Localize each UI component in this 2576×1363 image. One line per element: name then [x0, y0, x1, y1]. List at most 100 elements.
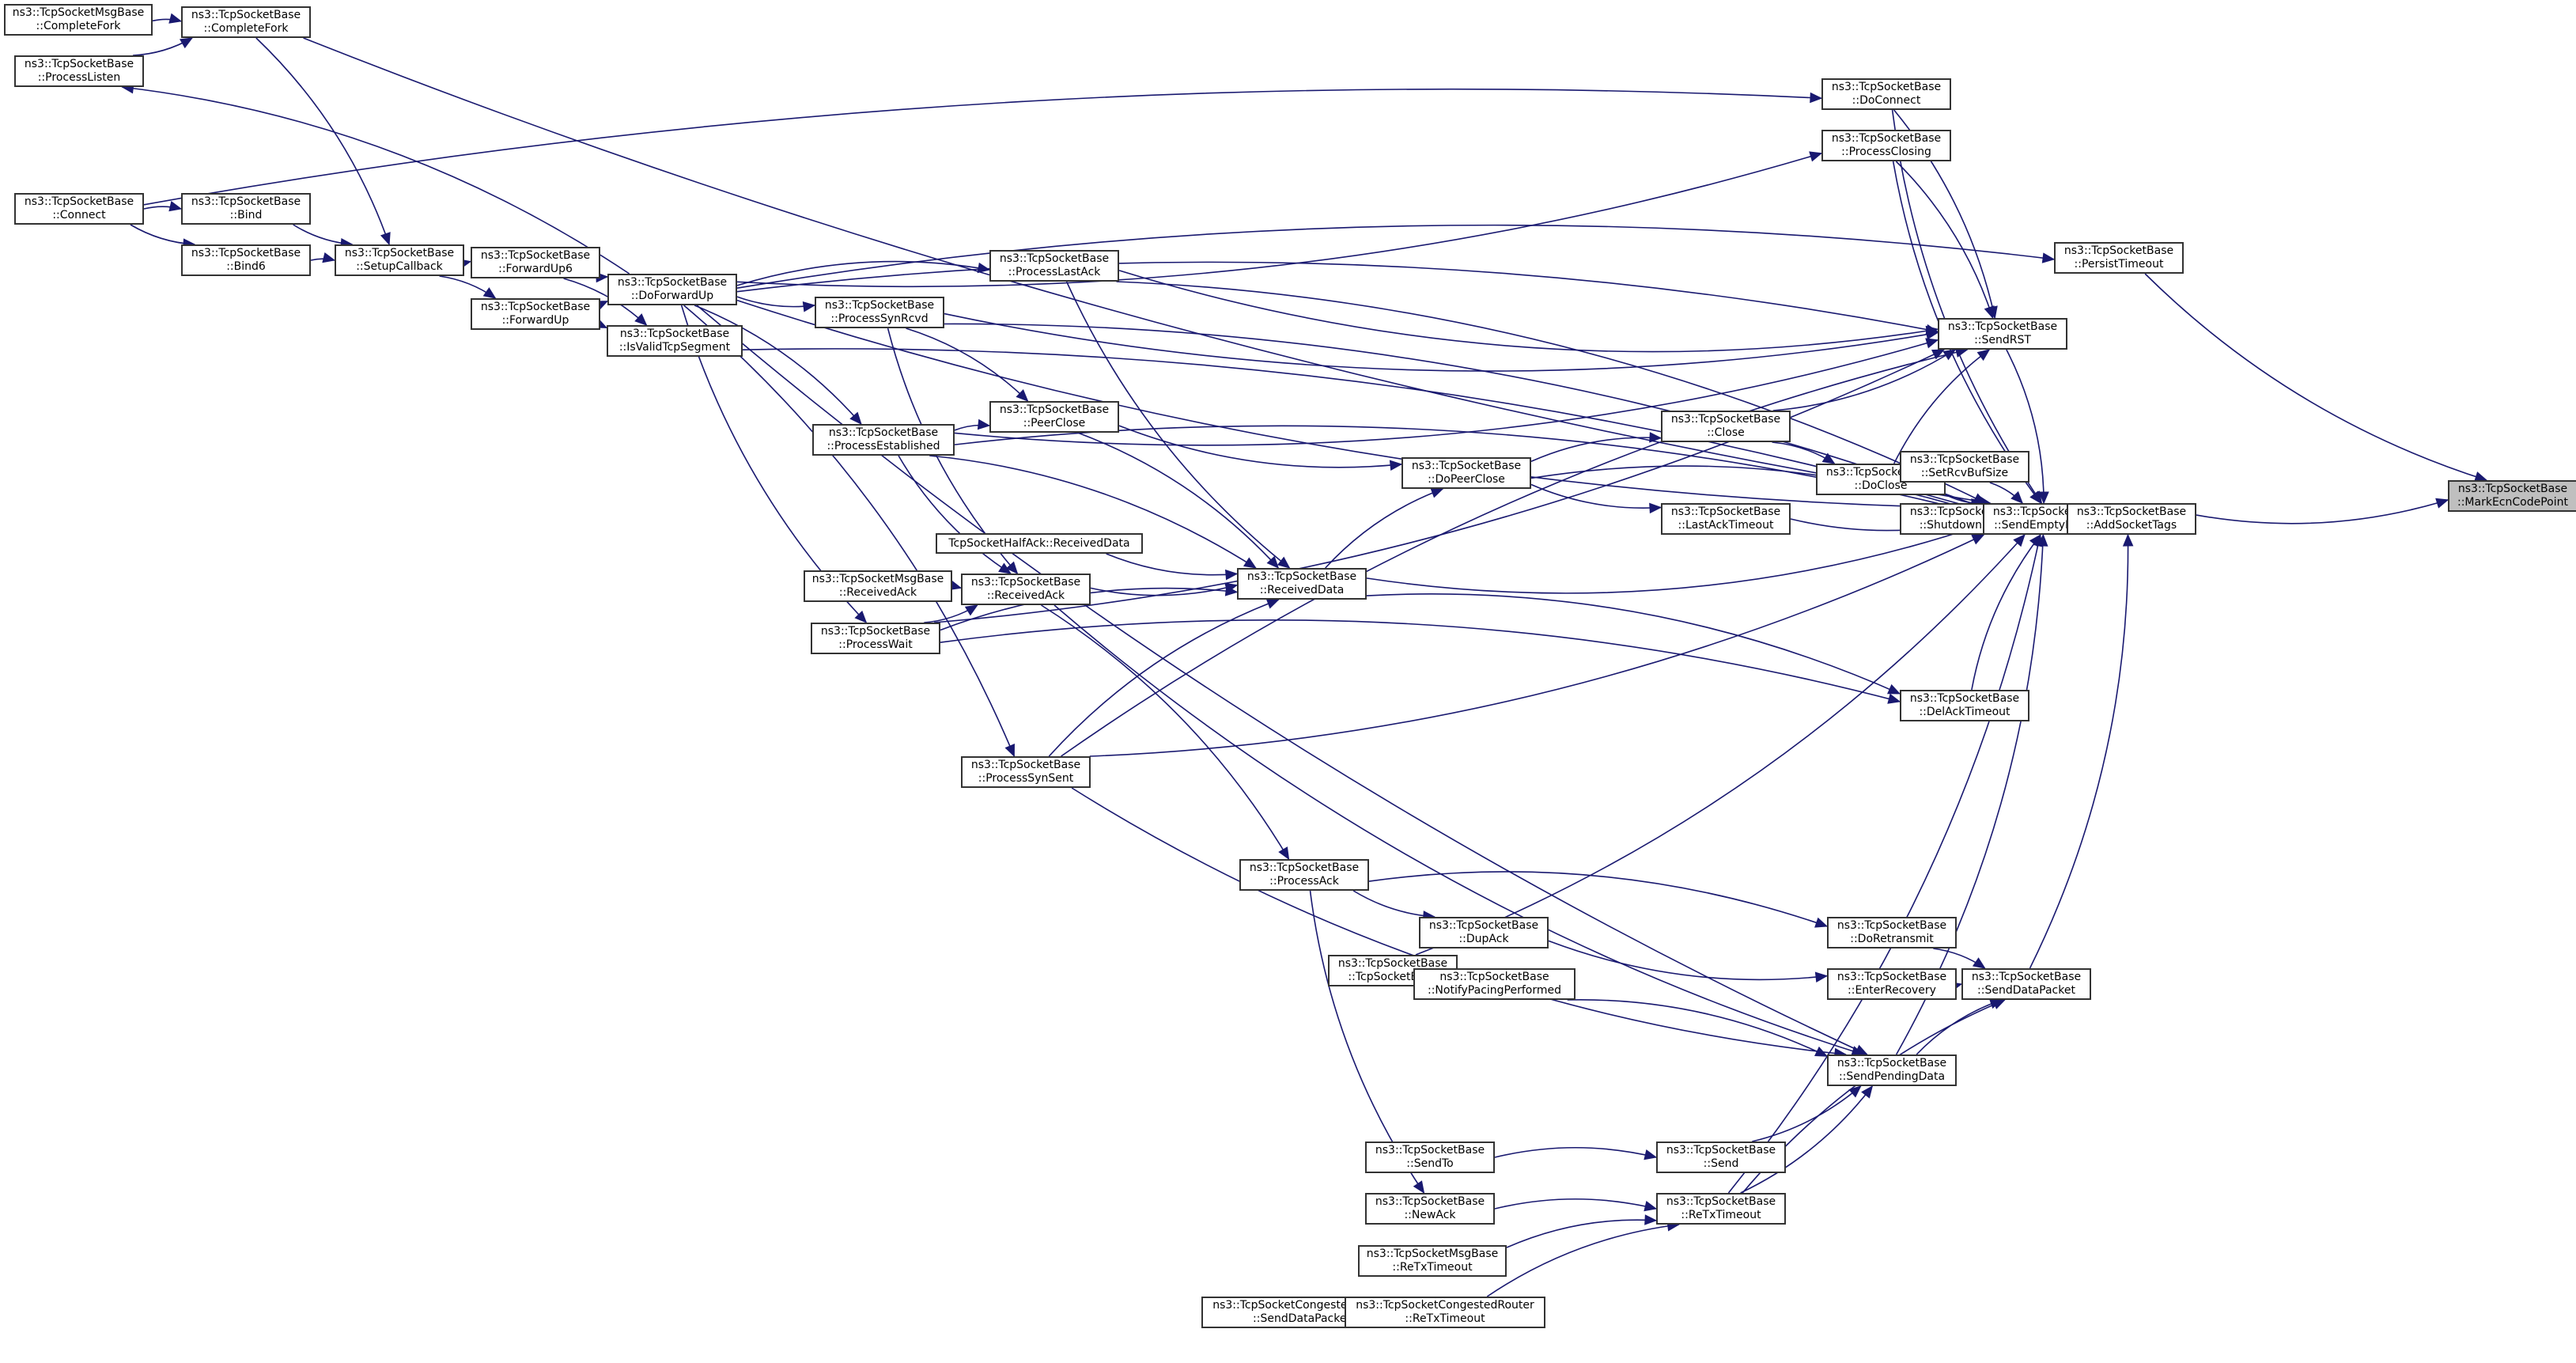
edge-connect-to-doconnect [143, 88, 1822, 206]
node-label-line: ::ReTxTimeout [1405, 1312, 1485, 1325]
node-isvalid[interactable]: ns3::TcpSocketBase::IsValidTcpSegment [607, 325, 743, 357]
node-processestablished[interactable]: ns3::TcpSocketBase::ProcessEstablished [812, 424, 955, 456]
node-msg-receivedack[interactable]: ns3::TcpSocketMsgBase::ReceivedAck [804, 570, 952, 602]
node-halfack-receiveddata[interactable]: TcpSocketHalfAck::ReceivedData [936, 533, 1143, 554]
node-senddatapacket[interactable]: ns3::TcpSocketBase::SendDataPacket [1961, 968, 2091, 1000]
node-label-line: ::PersistTimeout [2074, 258, 2164, 271]
node-persisttimeout[interactable]: ns3::TcpSocketBase::PersistTimeout [2054, 242, 2184, 274]
node-label-line: ::SendTo [1406, 1157, 1454, 1170]
node-processsynsent[interactable]: ns3::TcpSocketBase::ProcessSynSent [961, 756, 1091, 788]
edge-receiveddata-to-sendemptypacket [1366, 524, 1984, 594]
edge-doforwardup-to-processclosing [736, 152, 1822, 288]
edge-receiveddata-to-dopeerclose [1325, 488, 1443, 569]
node-processlisten[interactable]: ns3::TcpSocketBase::ProcessListen [14, 55, 144, 87]
arrowhead-icon [1814, 917, 1829, 928]
node-forwardup[interactable]: ns3::TcpSocketBase::ForwardUp [471, 298, 600, 330]
node-msg-completefork[interactable]: ns3::TcpSocketMsgBase::CompleteFork [4, 4, 153, 36]
node-label-line: ::AddSocketTags [2086, 519, 2177, 532]
node-label-line: ns3::TcpSocketBase [24, 195, 134, 208]
edge-newack-to-retxtimeout [1494, 1198, 1657, 1210]
node-receivedack[interactable]: ns3::TcpSocketBase::ReceivedAck [961, 574, 1091, 605]
node-label-line: ::DoConnect [1852, 94, 1921, 107]
edge-doforwardup-to-sendrst [736, 261, 1939, 333]
node-label-line: ::ReceivedAck [986, 589, 1065, 602]
edge-doforwardup-to-processlastack [736, 260, 990, 286]
node-send[interactable]: ns3::TcpSocketBase::Send [1656, 1142, 1786, 1173]
node-sendpendingdata[interactable]: ns3::TcpSocketBase::SendPendingData [1827, 1054, 1957, 1086]
node-doretransmit[interactable]: ns3::TcpSocketBase::DoRetransmit [1827, 917, 1957, 948]
arrowhead-icon [1389, 460, 1403, 471]
node-processwait[interactable]: ns3::TcpSocketBase::ProcessWait [811, 623, 940, 654]
node-cr-retxtimeout[interactable]: ns3::TcpSocketCongestedRouter::ReTxTimeo… [1345, 1297, 1545, 1328]
arrowhead-icon [168, 201, 183, 212]
node-doforwardup[interactable]: ns3::TcpSocketBase::DoForwardUp [607, 274, 737, 305]
node-label-line: ns3::TcpSocketBase [824, 299, 935, 312]
node-sendto[interactable]: ns3::TcpSocketBase::SendTo [1365, 1142, 1495, 1173]
node-label-line: ns3::TcpSocketBase [970, 576, 1081, 589]
node-processsynrcvd[interactable]: ns3::TcpSocketBase::ProcessSynRcvd [815, 297, 944, 328]
node-forwardup6[interactable]: ns3::TcpSocketBase::ForwardUp6 [471, 247, 600, 278]
arrowhead-icon [2013, 534, 2026, 547]
node-label-line: ns3::TcpSocketBase [1836, 1057, 1947, 1070]
node-label-line: ::PeerClose [1023, 417, 1086, 430]
node-processclosing[interactable]: ns3::TcpSocketBase::ProcessClosing [1821, 130, 1951, 161]
arrowhead-icon [1925, 325, 1939, 337]
node-label-line: ::ProcessListen [37, 71, 121, 84]
node-setrcvbufsize[interactable]: ns3::TcpSocketBase::SetRcvBufSize [1900, 451, 2029, 483]
node-setupcallback[interactable]: ns3::TcpSocketBase::SetupCallback [335, 244, 464, 276]
node-enterrecovery[interactable]: ns3::TcpSocketBase::EnterRecovery [1827, 968, 1957, 1000]
node-lastacktimeout[interactable]: ns3::TcpSocketBase::LastAckTimeout [1661, 503, 1791, 535]
node-addsockettags[interactable]: ns3::TcpSocketBase::AddSocketTags [2067, 503, 2196, 535]
node-connect[interactable]: ns3::TcpSocketBase::Connect [14, 193, 144, 225]
edge-sendpendingdata-to-senddatapacket [1916, 999, 2003, 1055]
arrowhead-icon [2010, 490, 2024, 504]
node-bind6[interactable]: ns3::TcpSocketBase::Bind6 [181, 244, 311, 276]
node-peerclose[interactable]: ns3::TcpSocketBase::PeerClose [989, 401, 1119, 433]
node-processlastack[interactable]: ns3::TcpSocketBase::ProcessLastAck [989, 250, 1119, 282]
node-processack[interactable]: ns3::TcpSocketBase::ProcessAck [1239, 859, 1369, 891]
node-label-line: ::Bind6 [226, 260, 266, 273]
edge-dopeerclose-to-close [1530, 437, 1662, 462]
node-receiveddata[interactable]: ns3::TcpSocketBase::ReceivedData [1237, 568, 1367, 600]
node-dopeerclose[interactable]: ns3::TcpSocketBase::DoPeerClose [1401, 457, 1531, 489]
node-label-line: ns3::TcpSocketBase [344, 247, 455, 259]
node-completefork[interactable]: ns3::TcpSocketBase::CompleteFork [181, 6, 311, 38]
edge-processlastack-to-sendrst [1118, 270, 1939, 353]
node-label-line: ns3::TcpSocketCongestedRouter [1356, 1299, 1534, 1312]
edge-doforwardup-to-processestablished [694, 305, 862, 425]
node-label-line: ns3::TcpSocketBase [617, 276, 728, 289]
node-label-line: ::EnterRecovery [1848, 984, 1936, 997]
arrowhead-icon [998, 562, 1012, 574]
node-notifypacing[interactable]: ns3::TcpSocketBase::NotifyPacingPerforme… [1413, 968, 1575, 1000]
node-label-line: ns3::TcpSocketBase [970, 759, 1081, 771]
node-label-line: ns3::TcpSocketBase [1411, 460, 1522, 472]
edge-dupack-to-enterrecovery [1548, 940, 1828, 981]
edge-doclose-to-sendrst [1893, 349, 1990, 464]
node-newack[interactable]: ns3::TcpSocketBase::NewAck [1365, 1193, 1495, 1225]
node-dupack[interactable]: ns3::TcpSocketBase::DupAck [1419, 917, 1549, 948]
edge-processlastack-to-receiveddata [1065, 281, 1290, 569]
node-label-line: ::ProcessAck [1269, 875, 1339, 888]
arrowhead-icon [1266, 555, 1280, 569]
edges-layer [121, 13, 2488, 1316]
node-label-line: ::NotifyPacingPerformed [1427, 984, 1561, 997]
node-delacktimeout[interactable]: ns3::TcpSocketBase::DelAckTimeout [1900, 690, 2029, 721]
node-retxtimeout[interactable]: ns3::TcpSocketBase::ReTxTimeout [1656, 1193, 1786, 1225]
node-label-line: ::SendDataPacket [1253, 1312, 1351, 1325]
node-doconnect[interactable]: ns3::TcpSocketBase::DoConnect [1821, 78, 1951, 110]
arrowhead-icon [1224, 582, 1239, 593]
arrowhead-icon [1976, 349, 1991, 362]
arrowhead-icon [2038, 491, 2049, 505]
node-label-line: ns3::TcpSocketBase [191, 9, 301, 21]
arrowhead-icon [1016, 389, 1029, 402]
node-bind[interactable]: ns3::TcpSocketBase::Bind [181, 193, 311, 225]
node-label-line: ::SendRST [1974, 334, 2031, 346]
node-sendrst[interactable]: ns3::TcpSocketBase::SendRST [1938, 318, 2067, 350]
node-label-line: ::ProcessSynSent [978, 772, 1074, 785]
node-msg-retxtimeout[interactable]: ns3::TcpSocketMsgBase::ReTxTimeout [1358, 1245, 1507, 1277]
node-label-line: ::ProcessEstablished [827, 440, 940, 452]
node-label-line: ::DelAckTimeout [1919, 706, 2010, 718]
node-close[interactable]: ns3::TcpSocketBase::Close [1661, 411, 1791, 442]
edge-sendrst-to-sendemptypacket [2006, 349, 2045, 504]
node-label-line: ns3::TcpSocketBase [820, 625, 931, 638]
